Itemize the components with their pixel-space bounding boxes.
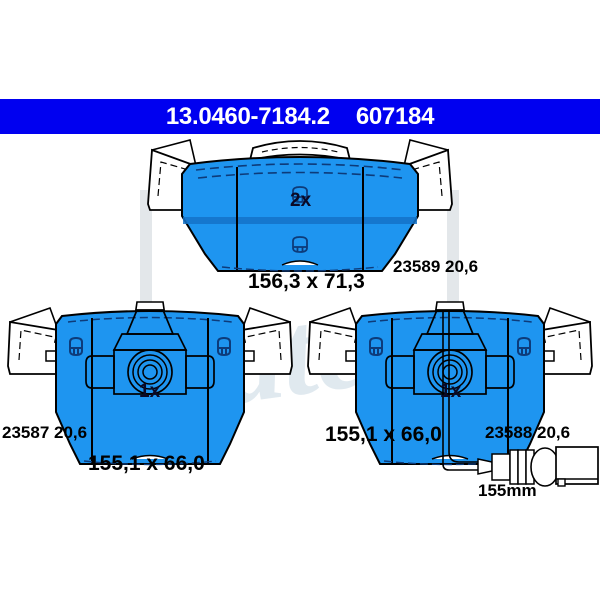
pad-top-edge-dash-2	[197, 171, 403, 179]
pad-br-bottom-dash	[383, 460, 517, 466]
pad-top-dash-left	[157, 161, 193, 197]
sensor-cable-bend	[448, 310, 478, 463]
header-bar: 13.0460-7184.2 607184	[0, 99, 600, 134]
pad-bottom-right-quantity-label: 1x	[440, 381, 462, 402]
pad-bl-edge-dash	[67, 316, 233, 323]
pad-bl-bottom-notch	[131, 454, 169, 460]
pad-bottom-right-reference-label: 23588 20,6	[485, 423, 571, 442]
shadow-right	[447, 190, 459, 310]
pad-bottom-right-dimensions-label: 155,1 x 66,0	[325, 423, 442, 446]
wear-sensor-length-label: 155mm	[478, 481, 537, 500]
pad-bottom-left	[7, 301, 293, 466]
pad-top-quantity-label: 2x	[290, 190, 312, 211]
pad-br-piston-boss	[385, 309, 515, 395]
sensor-plug	[555, 446, 599, 485]
article-number: 607184	[355, 102, 435, 130]
sensor-body-1	[491, 453, 511, 481]
pad-top-dimensions-label: 156,3 x 71,3	[248, 270, 365, 293]
pad-bottom-left-reference-label: 23587 20,6	[2, 423, 88, 442]
sensor-plug-tab	[557, 478, 566, 487]
sensor-cable-lower	[442, 463, 478, 471]
pad-top-shade-band	[183, 217, 417, 224]
pad-bottom-left-dimensions-label: 155,1 x 66,0	[88, 452, 205, 475]
pad-bl-friction-surface	[55, 310, 245, 465]
sensor-ferrule	[477, 458, 493, 475]
pad-bottom-left-quantity-label: 1x	[139, 381, 161, 402]
brake-pad-diagram: ate ®	[0, 134, 600, 514]
pad-top-bottom-dash	[221, 266, 379, 272]
sensor-rib-1	[509, 449, 519, 485]
wear-sensor-assembly	[442, 310, 599, 487]
pad-top-dash-right	[407, 161, 443, 197]
pad-br-edge-dash	[367, 316, 533, 323]
pad-top-edge-dash-1	[195, 163, 405, 171]
pad-top-friction-surface	[181, 156, 419, 272]
pad-top-reference-label: 23589 20,6	[393, 257, 479, 276]
pad-bl-piston-boss	[85, 309, 215, 395]
pad-top-bottom-notch	[281, 260, 319, 266]
sensor-rib-2	[517, 449, 527, 485]
part-number: 13.0460-7184.2	[165, 102, 330, 130]
shadow-left	[140, 190, 152, 310]
pad-br-friction-surface	[355, 310, 545, 465]
pad-bl-bottom-dash	[83, 460, 217, 466]
pad-top	[147, 139, 453, 272]
